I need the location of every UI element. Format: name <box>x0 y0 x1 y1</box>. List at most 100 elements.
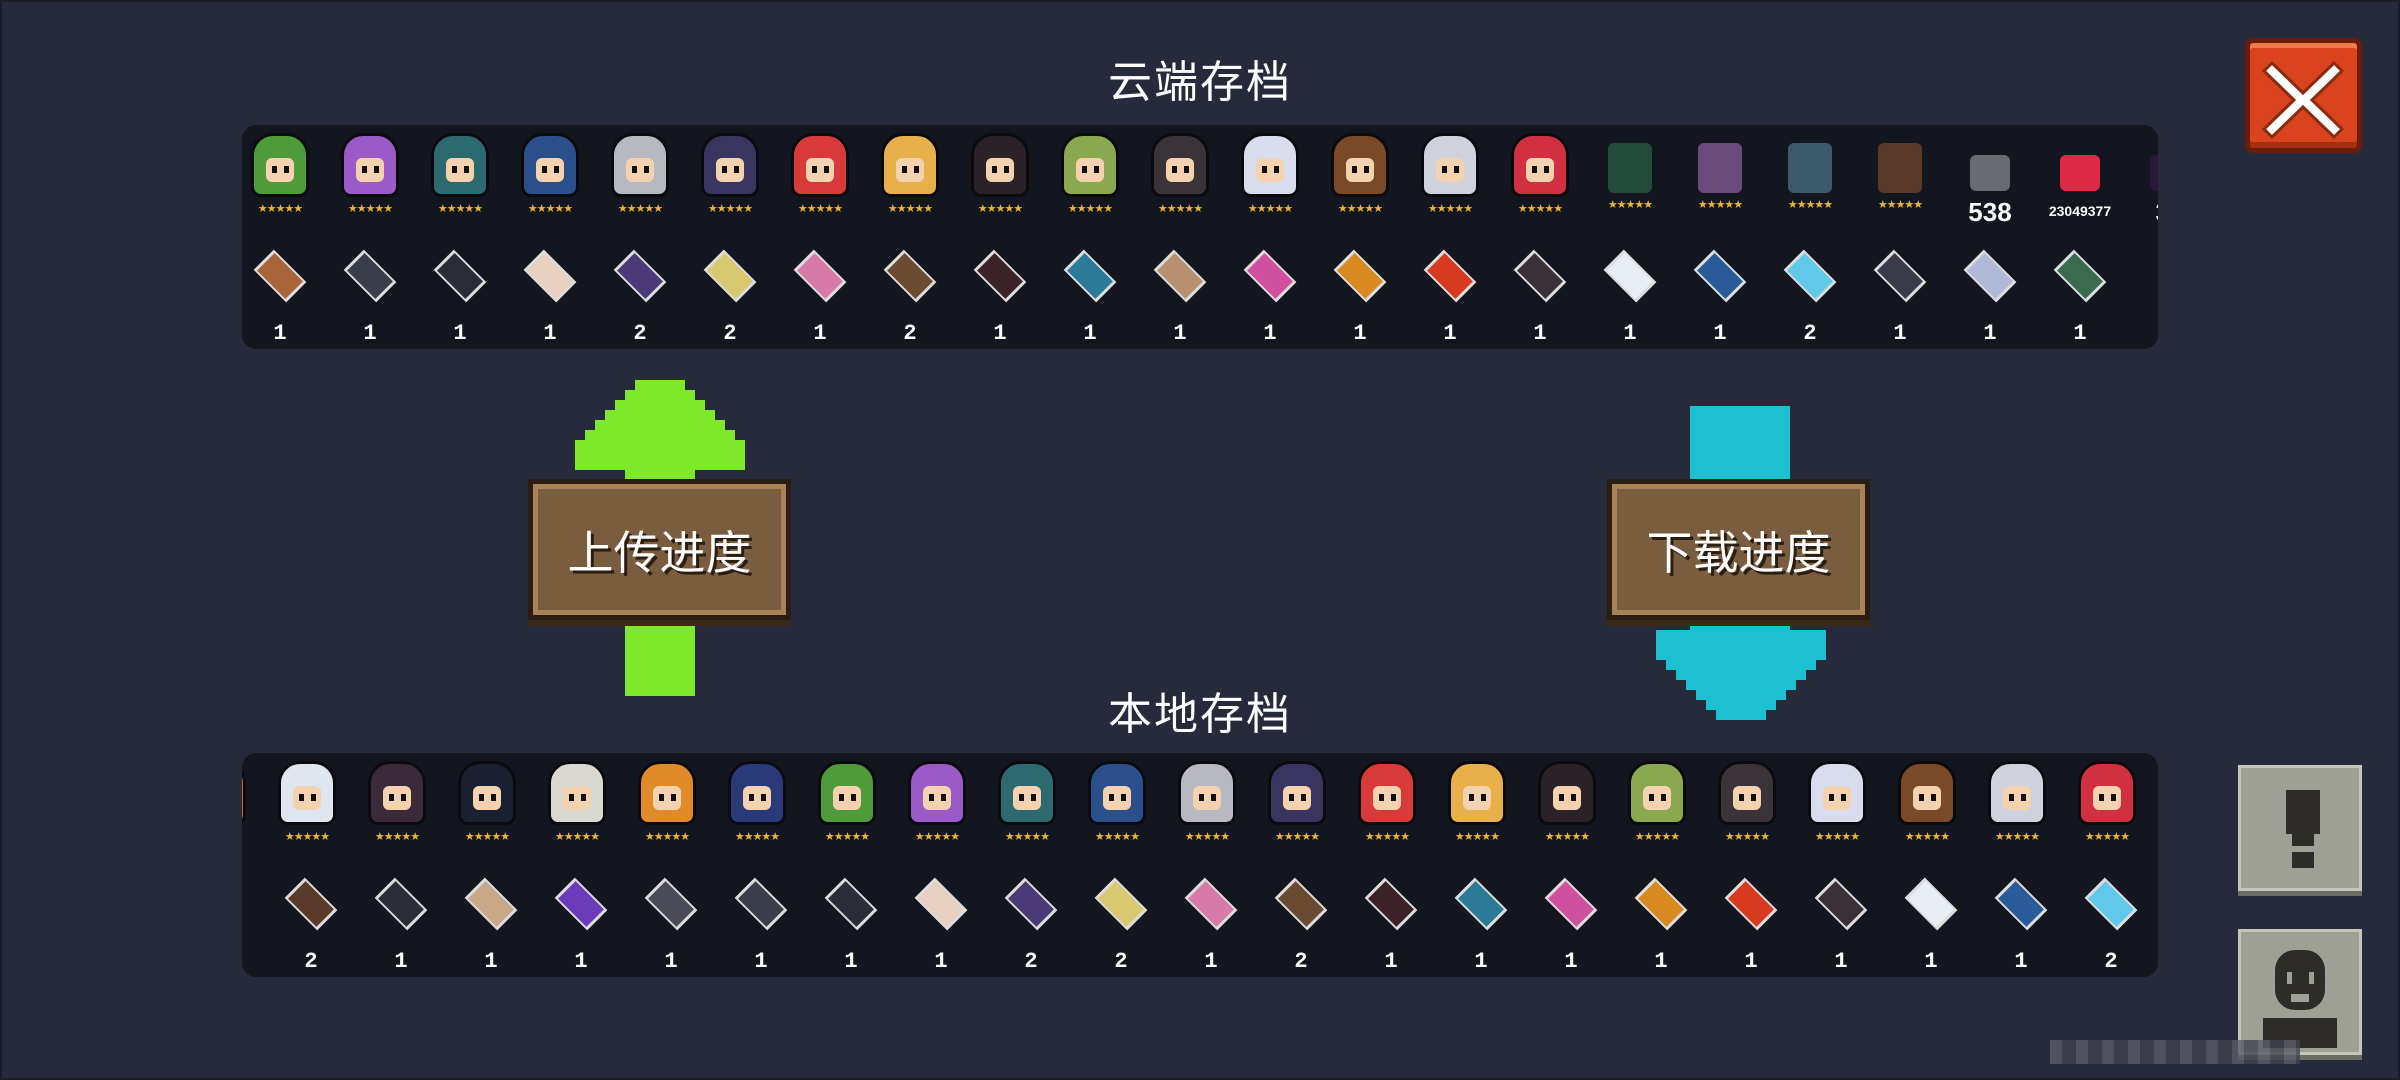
save-entry[interactable]: ★★★★★ <box>1792 761 1882 842</box>
save-entry[interactable]: ★★★★★ <box>1315 133 1405 214</box>
save-entry[interactable]: 2 <box>1256 873 1346 974</box>
save-entry[interactable]: 2 <box>266 873 356 974</box>
save-entry[interactable]: 1 <box>1166 873 1256 974</box>
save-entry[interactable]: 1 <box>356 873 446 974</box>
save-entry[interactable]: 1 <box>626 873 716 974</box>
save-entry[interactable]: 1 <box>1945 245 2035 346</box>
save-entry[interactable]: 1 <box>536 873 626 974</box>
save-entry[interactable]: 1 <box>415 245 505 346</box>
upload-progress-button[interactable]: 上传进度 <box>528 479 791 620</box>
save-entry[interactable]: ★★★★★ <box>352 761 442 842</box>
save-entry[interactable]: 1 <box>806 873 896 974</box>
save-entry[interactable]: ★★★★★ <box>532 761 622 842</box>
save-entry[interactable]: 1 <box>325 245 415 346</box>
save-entry[interactable]: 1 <box>1135 245 1225 346</box>
save-entry[interactable]: 2 <box>595 245 685 346</box>
save-entry[interactable]: ★★★★★ <box>1612 761 1702 842</box>
save-entry[interactable]: ★★★★★ <box>1405 133 1495 214</box>
save-entry[interactable]: ★★★★★ <box>1855 133 1945 210</box>
save-entry[interactable]: ★★★★★ <box>595 133 685 214</box>
eye <box>569 794 574 801</box>
save-entry[interactable]: ★★★★★ <box>1585 133 1675 210</box>
account-button[interactable] <box>2238 929 2362 1055</box>
black-hair-girl-icon <box>1538 761 1596 825</box>
save-entry[interactable]: 1 <box>2035 245 2125 346</box>
save-entry[interactable]: 1 <box>896 873 986 974</box>
save-entry[interactable]: 1 <box>1675 245 1765 346</box>
save-entry[interactable]: ★★★★★ <box>325 133 415 214</box>
notice-button[interactable] <box>2238 765 2362 891</box>
local-save-panel[interactable]: ★★★★★★★★★★★★★★★★★★★★★★★★★★★★★★★★★★★★★★★★… <box>242 753 2158 977</box>
save-entry[interactable]: 1 <box>1405 245 1495 346</box>
save-entry[interactable]: ★★★★★ <box>242 133 325 214</box>
save-entry[interactable]: ★★★★★ <box>955 133 1045 214</box>
save-entry[interactable]: ★★★★★ <box>1342 761 1432 842</box>
save-entry[interactable]: 1 <box>716 873 806 974</box>
save-entry[interactable]: 1 <box>1526 873 1616 974</box>
save-entry[interactable]: ★★★★★ <box>1135 133 1225 214</box>
save-entry[interactable]: 2 <box>2066 873 2156 974</box>
save-entry[interactable]: 1 <box>775 245 865 346</box>
save-entry[interactable]: 1 <box>1585 245 1675 346</box>
save-entry[interactable]: 1 <box>1706 873 1796 974</box>
save-entry[interactable]: 1 <box>1436 873 1526 974</box>
save-entry[interactable]: ★★★★★ <box>2062 761 2152 842</box>
item-count: 1 <box>543 321 557 346</box>
save-entry[interactable]: ★★★★★ <box>505 133 595 214</box>
save-entry[interactable]: 1 <box>1346 873 1436 974</box>
save-entry[interactable]: ★★★★★ <box>892 761 982 842</box>
eye <box>929 794 934 801</box>
save-entry[interactable]: ★★★★★ <box>1522 761 1612 842</box>
save-entry[interactable]: ★★★★★ <box>1072 761 1162 842</box>
save-entry[interactable]: 1 <box>1315 245 1405 346</box>
save-entry[interactable]: ★★★★★ <box>442 761 532 842</box>
save-entry[interactable]: 1 <box>1855 245 1945 346</box>
save-entry[interactable]: ★★★★★ <box>1162 761 1252 842</box>
download-progress-button[interactable]: 下载进度 <box>1607 479 1870 620</box>
save-entry[interactable]: ★★★★★ <box>1225 133 1315 214</box>
save-entry[interactable]: 1 <box>1976 873 2066 974</box>
save-entry[interactable]: 23049377 <box>2035 133 2125 219</box>
close-button[interactable] <box>2245 38 2362 153</box>
save-entry[interactable]: ★★★★★ <box>1495 133 1585 214</box>
save-entry[interactable]: 2 <box>865 245 955 346</box>
save-entry[interactable]: 1 <box>1495 245 1585 346</box>
save-entry[interactable]: ★★★★★ <box>262 761 352 842</box>
save-entry[interactable]: ★★★★★ <box>1765 133 1855 210</box>
save-entry[interactable]: ★★★★★ <box>1045 133 1135 214</box>
save-entry[interactable]: ★★★★★ <box>242 761 262 842</box>
save-entry[interactable]: 1 <box>1886 873 1976 974</box>
save-entry[interactable]: 1 <box>1045 245 1135 346</box>
save-entry[interactable]: 2 <box>986 873 1076 974</box>
save-entry[interactable]: ★★★★★ <box>1675 133 1765 210</box>
save-entry[interactable]: ★★★★★ <box>865 133 955 214</box>
save-entry[interactable]: 1 <box>1616 873 1706 974</box>
save-entry[interactable]: ★★★★★ <box>775 133 865 214</box>
save-entry[interactable]: ★★★★★ <box>415 133 505 214</box>
save-entry[interactable]: ★★★★★ <box>1702 761 1792 842</box>
star-rating: ★★★★★ <box>1517 202 1563 215</box>
character-face <box>1733 786 1761 810</box>
save-entry[interactable]: 1 <box>505 245 595 346</box>
save-entry[interactable]: 2 <box>1765 245 1855 346</box>
save-entry[interactable]: ★★★★★ <box>802 761 892 842</box>
save-entry[interactable]: 1 <box>1796 873 1886 974</box>
save-entry[interactable]: ★★★★★ <box>982 761 1072 842</box>
save-entry[interactable]: ★★★★★ <box>685 133 775 214</box>
save-entry[interactable]: 30 <box>2125 133 2158 228</box>
save-entry[interactable]: ★★★★★ <box>1882 761 1972 842</box>
save-entry[interactable]: ★★★★★ <box>1432 761 1522 842</box>
save-entry[interactable]: 1 <box>446 873 536 974</box>
save-entry[interactable]: ★★★★★ <box>1252 761 1342 842</box>
save-entry[interactable]: 1 <box>1225 245 1315 346</box>
save-entry[interactable]: ★★★★★ <box>1972 761 2062 842</box>
cloud-save-panel[interactable]: ★★★★★★★★★★★★★★★★★★★★★★★★★★★★★★★★★★★★★★★★… <box>242 125 2158 349</box>
save-entry[interactable]: 1 <box>242 245 325 346</box>
save-entry[interactable]: ★★★★★ <box>622 761 712 842</box>
save-entry[interactable]: 2 <box>685 245 775 346</box>
save-entry[interactable]: 1 <box>955 245 1045 346</box>
save-entry[interactable]: 538 <box>1945 133 2035 228</box>
save-entry[interactable]: 2 <box>1076 873 1166 974</box>
eye <box>1649 794 1654 801</box>
save-entry[interactable]: ★★★★★ <box>712 761 802 842</box>
